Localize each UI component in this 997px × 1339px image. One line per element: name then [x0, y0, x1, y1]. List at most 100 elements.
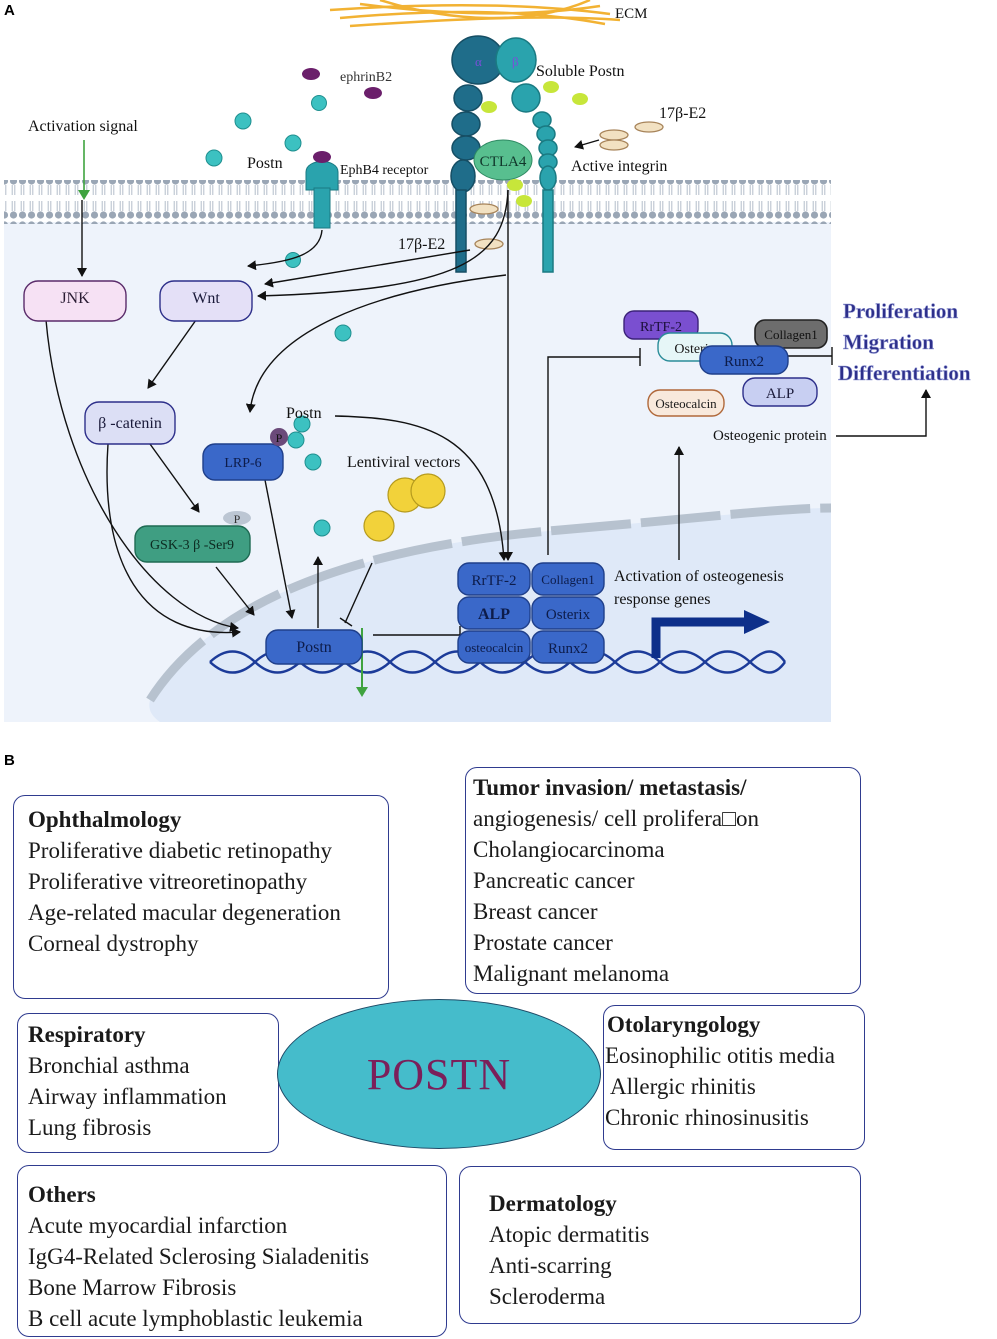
p-label-2: P	[234, 512, 241, 526]
integrin-beta	[495, 37, 558, 273]
beta-catenin-label: β -catenin	[98, 415, 162, 432]
jnk-label: JNK	[60, 290, 90, 307]
panel-b-label: B	[4, 752, 15, 769]
soluble-postn-label: Soluble Postn	[536, 63, 624, 80]
list-item: Allergic rhinitis	[610, 1074, 756, 1099]
cell-membrane	[4, 180, 831, 224]
dermatology-box: Dermatology Atopic dermatitis Anti-scarr…	[459, 1166, 861, 1324]
active-integrin-label: Active integrin	[571, 158, 667, 175]
nuc-alp: ALP	[478, 606, 510, 623]
respiratory-box: Respiratory Bronchial asthma Airway infl…	[17, 1013, 279, 1153]
outcome-migration: Migration	[843, 330, 934, 354]
wnt-box	[159, 280, 253, 322]
p-label-1: P	[276, 431, 283, 445]
otolaryngology-box: Otolaryngology Eosinophilic otitis media…	[603, 1005, 865, 1150]
top-osteocalcin-box	[647, 389, 725, 417]
gene-activation-arrow	[651, 610, 770, 658]
list-item: Proliferative diabetic retinopathy	[28, 838, 332, 863]
activation-signal-label: Activation signal	[28, 118, 138, 135]
nuc-osterix: Osterix	[546, 607, 591, 623]
list-item: Prostate cancer	[473, 930, 613, 955]
ephb4-label: EphB4 receptor	[340, 163, 429, 178]
lentiviral-label: Lentiviral vectors	[347, 454, 460, 471]
list-item: IgG4-Related Sclerosing Sialadenitis	[28, 1244, 370, 1269]
ephrinb2-label: ephrinB2	[340, 70, 392, 85]
list-item: Eosinophilic otitis media	[605, 1043, 835, 1068]
list-item: Bronchial asthma	[28, 1053, 190, 1078]
beta-catenin-box	[84, 401, 176, 445]
outcome-proliferation: Proliferation	[843, 299, 958, 323]
list-item: Bone Marrow Fibrosis	[28, 1275, 237, 1300]
postn-nuclear-box	[265, 629, 363, 665]
others-box: Others Acute myocardial infarction IgG4-…	[17, 1165, 447, 1337]
nuc-osteocalcin: osteocalcin	[465, 640, 524, 655]
e2-dots	[481, 81, 588, 207]
list-item: Chronic rhinosinusitis	[605, 1105, 809, 1130]
phospho-gsk	[223, 511, 251, 525]
ephrinb2-bound	[313, 151, 331, 163]
activation-genes-label-1: Activation of osteogenesis	[614, 568, 784, 585]
osteogenic-protein-label: Osteogenic protein	[713, 428, 827, 444]
e2-mid-label: 17β-E2	[398, 236, 445, 253]
nuc-runx2: Runx2	[548, 641, 588, 657]
phospho-lrp6	[270, 428, 288, 446]
tumor-box: Tumor invasion/ metastasis/ angiogenesis…	[465, 767, 861, 994]
ecm-label: ECM	[615, 6, 648, 22]
ctla4-receptor	[473, 139, 533, 181]
list-item: Airway inflammation	[28, 1084, 227, 1109]
postn-center-label: POSTN	[366, 1049, 512, 1099]
outcome-differentiation: Differentiation	[838, 361, 971, 385]
dermatology-title: Dermatology	[489, 1191, 617, 1216]
inhibition-lines	[339, 347, 833, 644]
list-item: B cell acute lymphoblastic leukemia	[28, 1306, 363, 1331]
jnk-box	[23, 280, 127, 322]
postn-mid-label: Postn	[286, 405, 322, 422]
ctla4-label: CTLA4	[480, 154, 527, 170]
postn-center: POSTN	[277, 999, 601, 1149]
list-item: Breast cancer	[473, 899, 598, 924]
nuc-rrtf2: RrTF-2	[472, 573, 517, 589]
top-alp-label: ALP	[766, 386, 794, 402]
gsk-box	[134, 525, 251, 563]
nuclear-envelope	[146, 503, 832, 703]
panel-a-label: A	[4, 2, 15, 19]
list-item: Proliferative vitreoretinopathy	[28, 869, 308, 894]
ophthalmology-box: Ophthalmology Proliferative diabetic ret…	[13, 795, 389, 999]
respiratory-title: Respiratory	[28, 1022, 146, 1047]
top-rrtf2-label: RrTF-2	[640, 320, 682, 335]
list-item: Age-related macular degeneration	[28, 900, 341, 925]
gsk-label: GSK-3 β -Ser9	[150, 538, 234, 553]
ephrinb2-dots	[302, 68, 382, 99]
otolaryngology-title: Otolaryngology	[607, 1012, 761, 1037]
activation-genes-label-2: response genes	[614, 591, 710, 608]
top-runx2-box	[699, 345, 789, 375]
e2-top-label: 17β-E2	[659, 105, 706, 122]
lrp6-box	[202, 443, 284, 481]
list-item: Corneal dystrophy	[28, 931, 199, 956]
list-item: Anti-scarring	[489, 1253, 612, 1278]
lentiviral-vectors	[363, 473, 446, 542]
top-runx2-label: Runx2	[724, 354, 764, 370]
top-collagen1-box	[754, 319, 828, 349]
postn-dots	[205, 95, 352, 537]
nuc-collagen1: Collagen1	[541, 572, 594, 587]
list-item: Scleroderma	[489, 1284, 606, 1309]
tumor-title: Tumor invasion/ metastasis/	[473, 775, 747, 800]
integrin-beta-label: β	[512, 54, 519, 69]
wnt-label: Wnt	[192, 290, 220, 307]
nuclear-genes	[457, 562, 605, 664]
panel-a-diagram: α β CTLA4	[4, 0, 971, 722]
integrin-alpha-label: α	[475, 54, 482, 69]
lrp6-label: LRP-6	[224, 456, 261, 471]
ecm-fibers	[329, 0, 621, 28]
integrin-alpha	[450, 35, 505, 273]
list-item: Acute myocardial infarction	[28, 1213, 288, 1238]
top-collagen1-label: Collagen1	[764, 327, 817, 342]
top-osteocalcin-label: Osteocalcin	[655, 396, 717, 411]
ephb4-receptor	[305, 161, 339, 229]
list-item: Cholangiocarcinoma	[473, 837, 665, 862]
ophthalmology-title: Ophthalmology	[28, 807, 182, 832]
top-alp-box	[742, 377, 818, 407]
list-item: angiogenesis/ cell prolifera□on	[473, 806, 759, 831]
list-item: Pancreatic cancer	[473, 868, 635, 893]
